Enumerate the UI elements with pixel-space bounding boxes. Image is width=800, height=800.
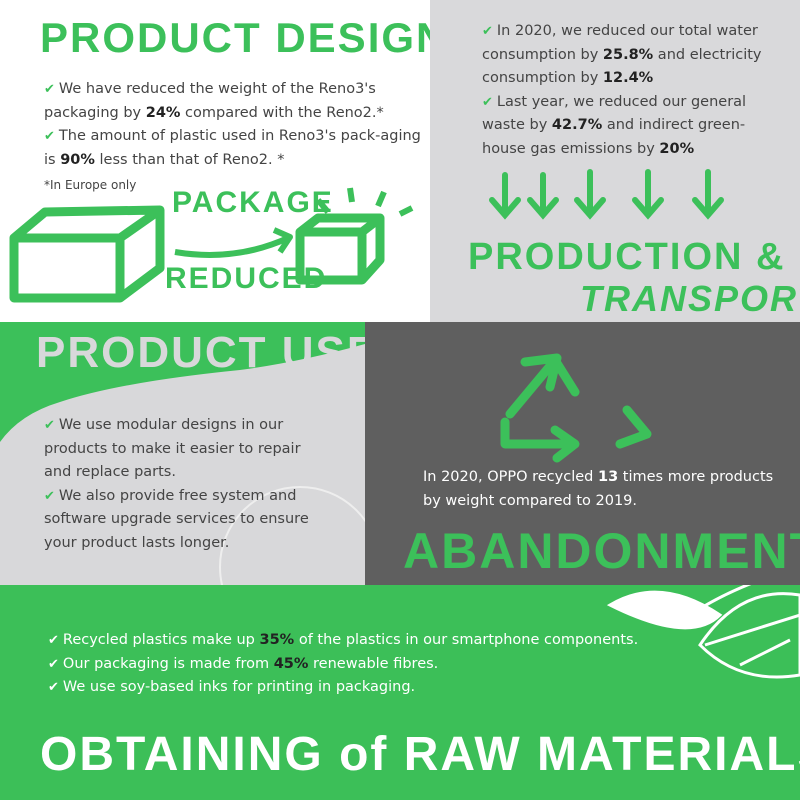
abandonment-title: ABANDONMENT	[403, 523, 800, 579]
text-segment: We also provide free system and software…	[44, 487, 309, 551]
product-design-bullets: ✔We have reduced the weight of the Reno3…	[44, 78, 424, 172]
text-segment: In 2020, OPPO recycled	[423, 469, 598, 485]
production-bullets: ✔In 2020, we reduced our total water con…	[482, 20, 782, 161]
text-segment: The amount of plastic used in Reno3's pa…	[44, 128, 421, 168]
product-use-panel: PRODUCT USE ✔We use modular designs in o…	[0, 322, 365, 585]
text-segment: less than that of Reno2. *	[94, 151, 285, 168]
production-panel: ✔In 2020, we reduced our total water con…	[430, 0, 800, 322]
highlight-value: 25.8%	[602, 46, 654, 63]
bullet-item: ✔We use soy-based inks for printing in p…	[48, 676, 688, 700]
bullet-item: ✔Our packaging is made from 45% renewabl…	[48, 653, 688, 677]
text-segment: We use modular designs in our products t…	[44, 417, 301, 480]
bullet-item: ✔The amount of plastic used in Reno3's p…	[44, 125, 424, 172]
checkmark-icon: ✔	[48, 680, 59, 695]
text-segment: of the plastics in our smartphone compon…	[294, 632, 639, 648]
highlight-value: 42.7%	[551, 117, 603, 133]
raw-materials-title: OBTAINING of RAW MATERIALS	[40, 728, 800, 781]
bullet-item: ✔In 2020, we reduced our total water con…	[482, 20, 782, 91]
bullet-item: ✔Recycled plastics make up 35% of the pl…	[48, 629, 688, 653]
raw-materials-panel: ✔Recycled plastics make up 35% of the pl…	[0, 585, 800, 800]
bullet-item: ✔We also provide free system and softwar…	[44, 485, 324, 556]
text-segment: We use soy-based inks for printing in pa…	[62, 679, 416, 695]
text-segment: Our packaging is made from	[62, 655, 274, 672]
bullet-item: ✔Last year, we reduced our general waste…	[482, 91, 782, 162]
highlight-value: 90%	[60, 151, 95, 168]
raw-materials-bullets: ✔Recycled plastics make up 35% of the pl…	[48, 629, 688, 700]
highlight-value: 12.4%	[602, 70, 654, 86]
package-label: PACKAGE	[172, 186, 334, 219]
green-wave-background	[0, 322, 365, 585]
checkmark-icon: ✔	[482, 94, 493, 110]
highlight-value: 20%	[659, 140, 695, 157]
product-use-bullets: ✔We use modular designs in our products …	[44, 414, 324, 555]
text-segment: and electricity consumption by	[482, 46, 762, 87]
text-segment: Recycled plastics make up	[62, 632, 260, 648]
text-segment: compared with the Reno2.*	[180, 104, 384, 121]
transport-title: TRANSPORT	[580, 278, 800, 319]
product-use-title: PRODUCT USE	[36, 328, 365, 377]
footnote: *In Europe only	[44, 178, 137, 192]
checkmark-icon: ✔	[48, 633, 59, 648]
down-arrows-icon	[489, 169, 724, 220]
bullet-item: ✔We have reduced the weight of the Reno3…	[44, 78, 424, 125]
recycle-icon	[500, 353, 652, 463]
highlight-value: 24%	[145, 104, 181, 121]
checkmark-icon: ✔	[44, 418, 55, 433]
product-design-title: PRODUCT DESIGN	[40, 14, 430, 61]
checkmark-icon: ✔	[44, 82, 55, 97]
package-illustration	[9, 187, 414, 303]
abandonment-text: In 2020, OPPO recycled 13 times more pro…	[423, 466, 783, 513]
product-design-panel: PRODUCT DESIGN ✔We have reduced the weig…	[0, 0, 430, 322]
text-segment: times more products by weight compared t…	[423, 469, 774, 509]
checkmark-icon: ✔	[44, 488, 55, 504]
highlight-value: 45%	[273, 655, 309, 672]
leaves-illustration	[606, 585, 800, 679]
checkmark-icon: ✔	[44, 129, 55, 144]
checkmark-icon: ✔	[48, 656, 59, 672]
text-segment: Last year, we reduced our general waste …	[482, 93, 747, 134]
text-segment: We have reduced the weight of the Reno3'…	[44, 81, 376, 121]
abandonment-panel: In 2020, OPPO recycled 13 times more pro…	[365, 322, 800, 585]
production-title: PRODUCTION &	[468, 236, 786, 278]
text-segment: and indirect green-house gas emissions b…	[482, 117, 746, 157]
highlight-value: 35%	[259, 632, 295, 648]
text-segment: renewable fibres.	[308, 655, 439, 672]
text-segment: In 2020, we reduced our total water cons…	[482, 23, 758, 63]
highlight-value: 13	[597, 469, 619, 485]
checkmark-icon: ✔	[482, 24, 493, 39]
bullet-item: ✔We use modular designs in our products …	[44, 414, 324, 485]
